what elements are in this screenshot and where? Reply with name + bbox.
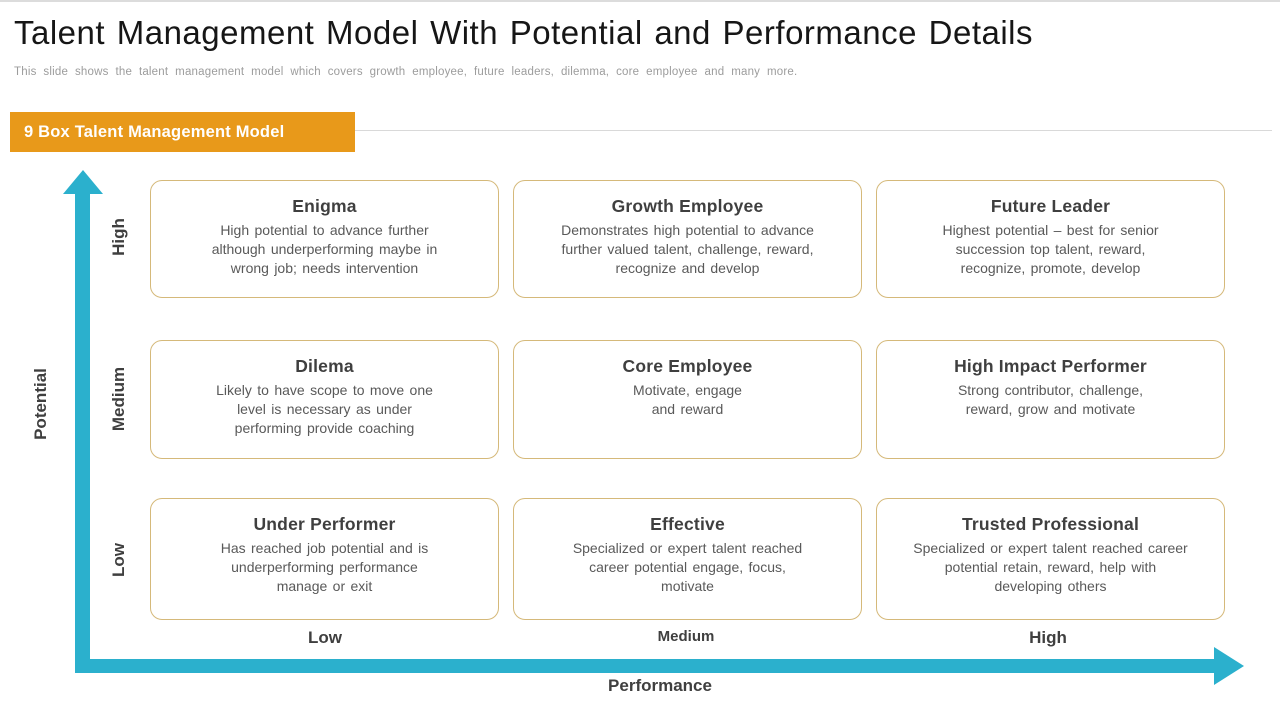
x-axis-label-low: Low: [308, 628, 342, 647]
slide-subtitle: This slide shows the talent management m…: [14, 66, 798, 78]
box-description: High potential to advance further althou…: [211, 222, 438, 276]
box-title: Future Leader: [990, 196, 1111, 216]
box-description: Likely to have scope to move one level i…: [216, 382, 433, 436]
box-title: Under Performer: [253, 514, 396, 534]
section-banner-label: 9 Box Talent Management Model: [24, 122, 285, 141]
box-description: Highest potential – best for senior succ…: [942, 222, 1159, 276]
grid-box-effective: Effective Specialized or expert talent r…: [513, 498, 862, 620]
grid-box-under-performer: Under Performer Has reached job potentia…: [150, 498, 499, 620]
box-title: Trusted Professional: [961, 514, 1140, 534]
y-axis-label-low: Low: [109, 543, 128, 577]
x-axis-arrow: [75, 659, 1216, 673]
box-title: High Impact Performer: [954, 356, 1147, 376]
box-description: Demonstrates high potential to advance f…: [561, 222, 814, 276]
slide-top-edge: [0, 0, 1280, 2]
x-axis-label-high: High: [1029, 628, 1067, 647]
grid-box-trusted-professional: Trusted Professional Specialized or expe…: [876, 498, 1225, 620]
box-title: Growth Employee: [611, 196, 764, 216]
box-description: Specialized or expert talent reached car…: [913, 540, 1188, 594]
box-description: Specialized or expert talent reached car…: [572, 540, 803, 594]
box-description: Strong contributor, challenge, reward, g…: [957, 382, 1144, 417]
grid-box-enigma: Enigma High potential to advance further…: [150, 180, 499, 298]
box-description: Motivate, engage and reward: [633, 382, 742, 417]
arrow-right-icon: [1214, 647, 1244, 685]
x-axis-title: Performance: [608, 676, 712, 695]
y-axis-title: Potential: [31, 368, 50, 440]
arrow-up-icon: [63, 170, 103, 194]
y-axis-arrow: [75, 192, 90, 673]
box-title: Dilema: [295, 356, 354, 376]
grid-box-high-impact-performer: High Impact Performer Strong contributor…: [876, 340, 1225, 459]
divider-line: [355, 130, 1272, 131]
grid-box-dilema: Dilema Likely to have scope to move one …: [150, 340, 499, 459]
page-title: Talent Management Model With Potential a…: [14, 14, 1033, 51]
y-axis-label-medium: Medium: [109, 366, 128, 432]
box-title: Core Employee: [622, 356, 753, 376]
box-title: Enigma: [292, 196, 357, 216]
y-axis-label-high: High: [109, 218, 128, 256]
grid-box-growth-employee: Growth Employee Demonstrates high potent…: [513, 180, 862, 298]
box-description: Has reached job potential and is underpe…: [220, 540, 429, 594]
grid-box-future-leader: Future Leader Highest potential – best f…: [876, 180, 1225, 298]
box-title: Effective: [650, 514, 725, 534]
section-banner: 9 Box Talent Management Model: [10, 112, 355, 152]
grid-box-core-employee: Core Employee Motivate, engage and rewar…: [513, 340, 862, 459]
x-axis-label-medium: Medium: [657, 628, 715, 645]
